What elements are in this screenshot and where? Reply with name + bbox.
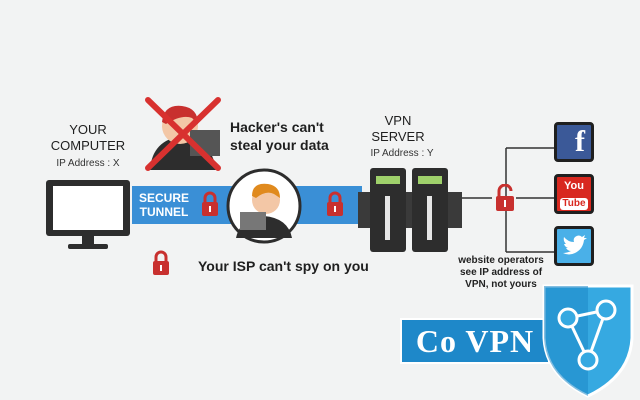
computer-title: YOUR COMPUTER: [48, 122, 128, 154]
vpn-server-ip: IP Address : Y: [370, 148, 434, 159]
secure-tunnel-line2: TUNNEL: [139, 205, 189, 219]
vpn-server-title-line1: VPN: [384, 113, 412, 128]
hacker-caption-line1: Hacker's can't: [230, 119, 324, 135]
brand-banner: Co VPN: [400, 318, 550, 364]
lock-icon: [153, 250, 169, 275]
isp-caption: Your ISP can't spy on you: [198, 258, 369, 274]
youtube-tube: Tube: [560, 198, 588, 210]
website-note-line1: website operators: [458, 255, 544, 266]
website-operators-note: website operators see IP address of VPN,…: [450, 255, 552, 291]
secure-tunnel-line1: SECURE: [138, 191, 189, 205]
computer-title-line2: COMPUTER: [50, 138, 126, 153]
vpn-server-title-line2: SERVER: [371, 129, 425, 144]
twitter-icon: [554, 226, 594, 266]
brand-name: Co VPN: [415, 323, 535, 359]
website-note-line3: VPN, not yours: [465, 279, 537, 290]
twitter-bird-icon: [563, 235, 587, 255]
monitor-icon: [46, 180, 130, 249]
hacker-caption: Hacker's can't steal your data: [230, 118, 350, 154]
facebook-glyph: f: [575, 125, 585, 158]
youtube-icon: You Tube: [554, 174, 594, 214]
website-note-line2: see IP address of: [459, 267, 543, 278]
lock-icon: [202, 191, 218, 216]
unlock-icon: [496, 184, 514, 211]
computer-ip: IP Address : X: [56, 158, 120, 169]
lock-icon: [327, 191, 343, 216]
server-icon: [358, 168, 462, 252]
computer-title-line1: YOUR: [69, 122, 107, 137]
hacker-caption-line2: steal your data: [230, 137, 329, 153]
shield-icon: [542, 284, 634, 398]
youtube-you: You: [564, 180, 584, 192]
secure-tunnel-label: SECURE TUNNEL: [138, 191, 190, 219]
vpn-server-title: VPN SERVER: [368, 113, 428, 145]
hacker-icon: [145, 97, 221, 171]
facebook-icon: f: [554, 122, 594, 162]
isp-agent-icon: [226, 168, 302, 244]
